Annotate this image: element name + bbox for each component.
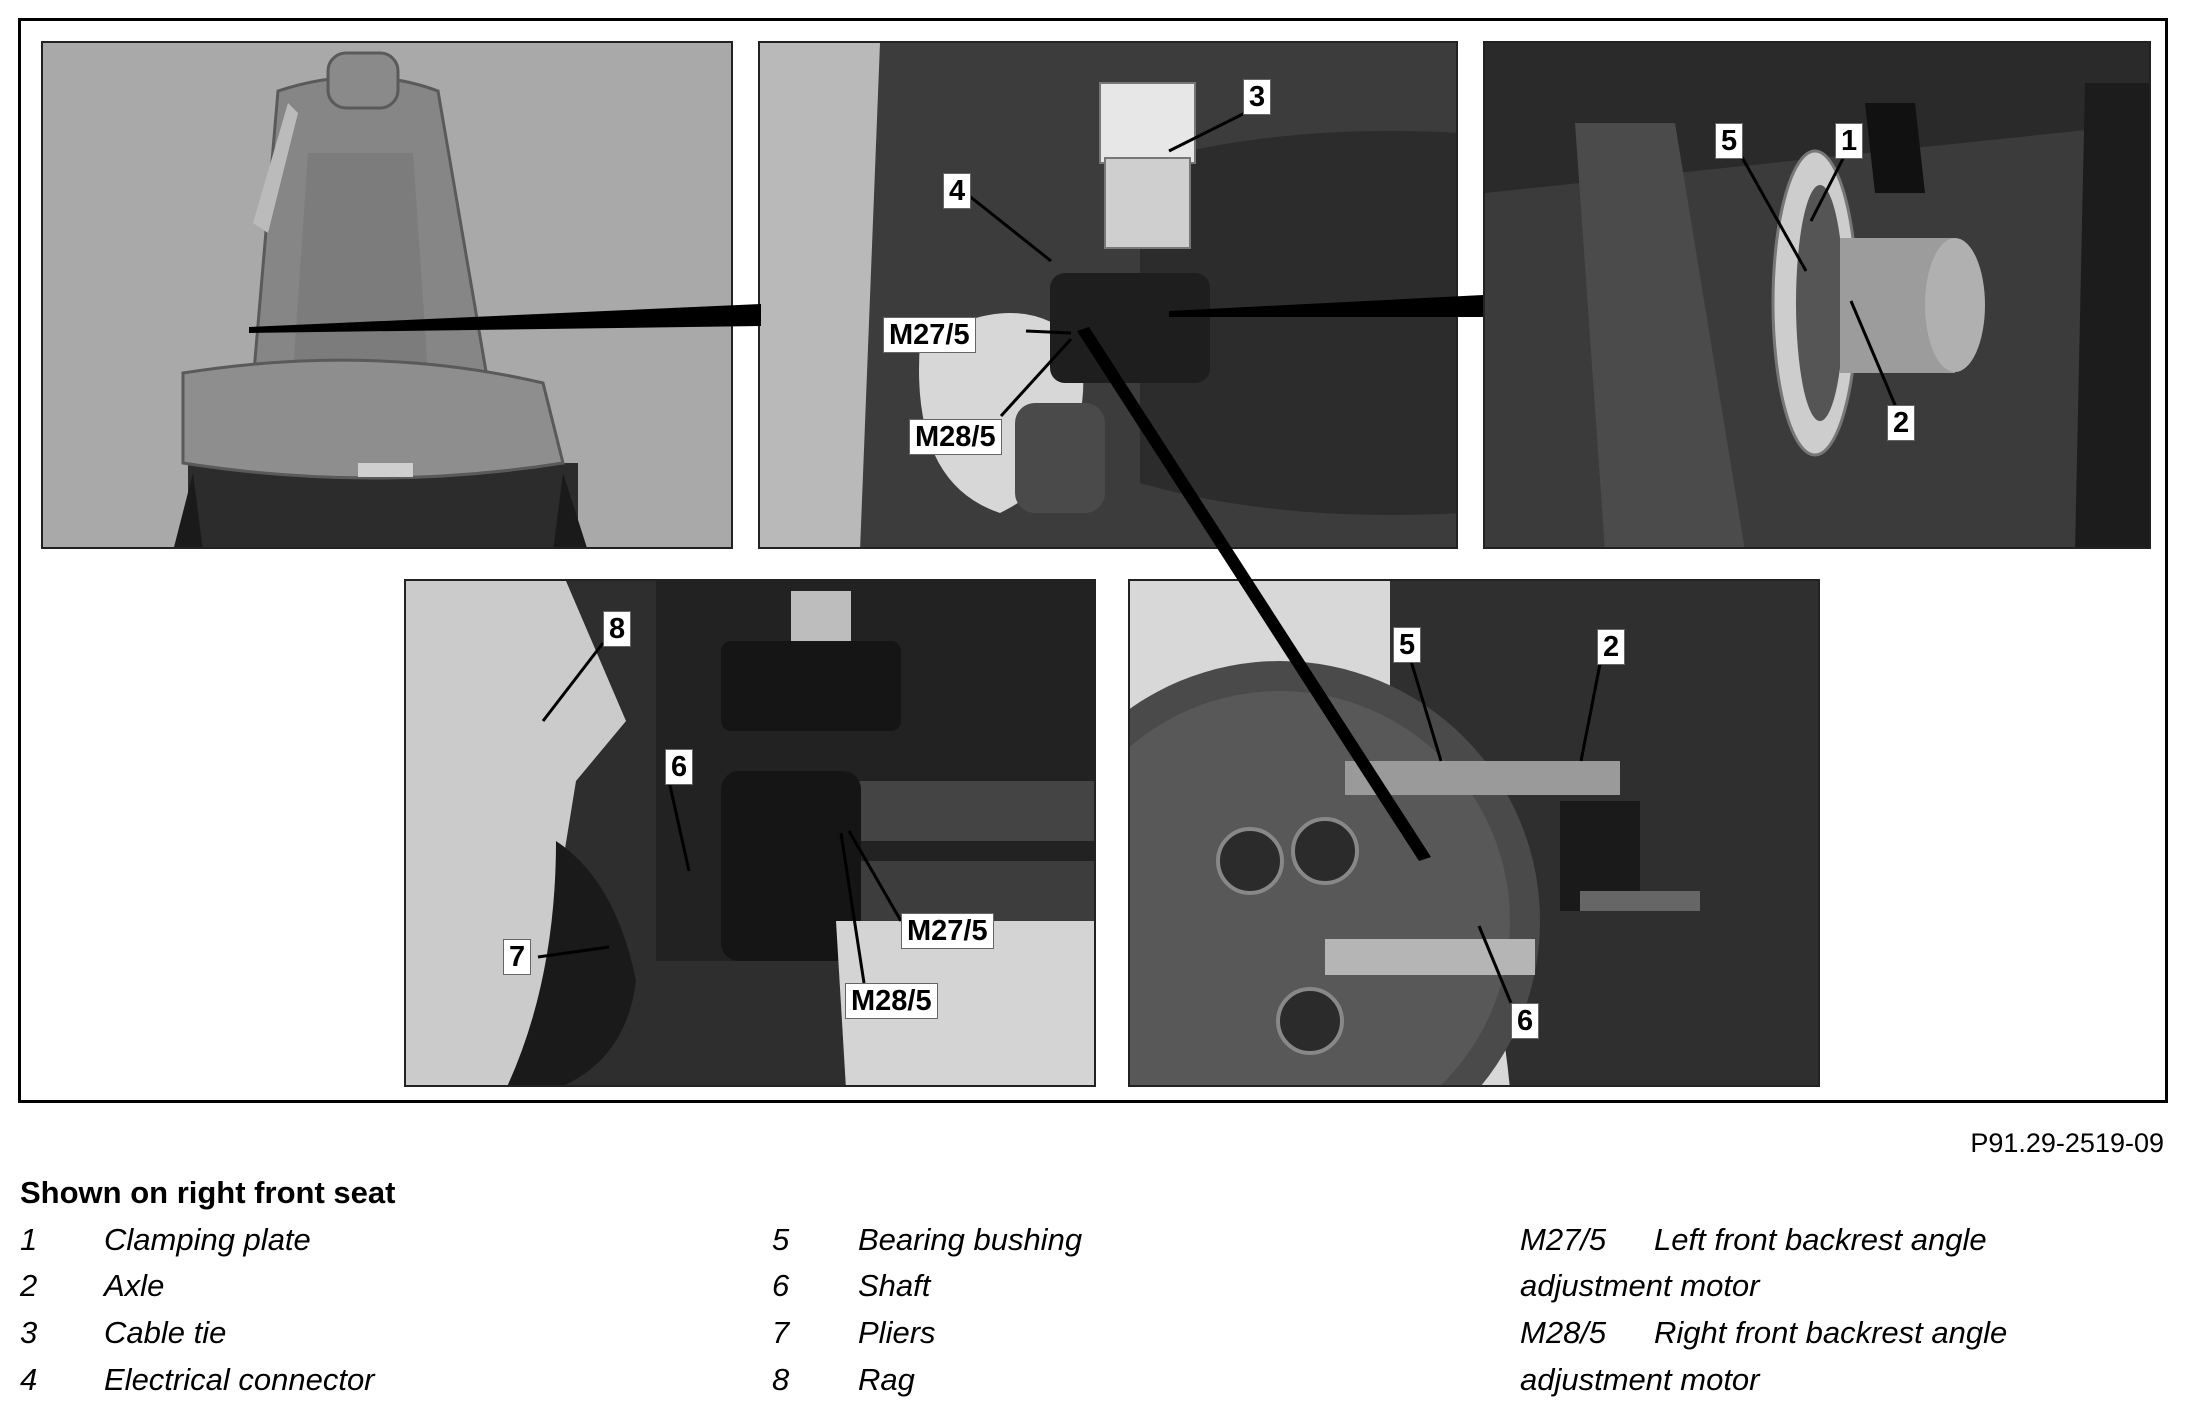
legend-num-2: 2 bbox=[20, 1268, 38, 1303]
callout-m28-5-bottom: M28/5 bbox=[845, 983, 938, 1019]
shaft-axle-illustration bbox=[1130, 581, 1818, 1085]
figure-frame: 3 4 M27/5 M28/5 5 1 2 8 6 M27/5 M28/5 7 … bbox=[18, 18, 2168, 1103]
clamping-plate-illustration bbox=[1485, 43, 2149, 547]
callout-3: 3 bbox=[1243, 79, 1272, 115]
legend-text-3: Cable tie bbox=[104, 1315, 227, 1350]
figure-id: P91.29-2519-09 bbox=[1970, 1128, 2164, 1158]
callout-2-shaft: 2 bbox=[1597, 629, 1626, 665]
legend-num-3: 3 bbox=[20, 1315, 38, 1350]
legend-text-m28-5-cont: adjustment motor bbox=[1520, 1362, 1760, 1397]
legend-text-m28-5: Right front backrest angle bbox=[1654, 1315, 2008, 1350]
callout-m27-5-top: M27/5 bbox=[883, 317, 976, 353]
legend-num-8: 8 bbox=[772, 1362, 790, 1397]
callout-6-left: 6 bbox=[665, 749, 694, 785]
callout-5-closeup: 5 bbox=[1715, 123, 1744, 159]
photo-clamping-plate bbox=[1483, 41, 2151, 549]
legend-num-m27-5: M27/5 bbox=[1520, 1222, 1607, 1257]
photo-motor-mounting bbox=[758, 41, 1458, 549]
legend-num-5: 5 bbox=[772, 1222, 790, 1257]
callout-2-closeup: 2 bbox=[1887, 405, 1916, 441]
legend-num-7: 7 bbox=[772, 1315, 790, 1350]
legend-text-8: Rag bbox=[858, 1362, 915, 1397]
legend-text-6: Shaft bbox=[858, 1268, 931, 1303]
legend-text-2: Axle bbox=[104, 1268, 165, 1303]
legend-num-1: 1 bbox=[20, 1222, 38, 1257]
callout-m28-5-top: M28/5 bbox=[909, 419, 1002, 455]
seat-illustration bbox=[43, 43, 731, 547]
legend-num-6: 6 bbox=[772, 1268, 790, 1303]
photo-shaft-axle bbox=[1128, 579, 1820, 1087]
callout-4: 4 bbox=[943, 173, 972, 209]
motor-mounting-illustration bbox=[760, 43, 1456, 547]
legend-title: Shown on right front seat bbox=[20, 1175, 396, 1210]
callout-8: 8 bbox=[603, 611, 632, 647]
callout-m27-5-bottom: M27/5 bbox=[901, 913, 994, 949]
motor-removal-illustration bbox=[406, 581, 1094, 1085]
legend-text-m27-5: Left front backrest angle bbox=[1654, 1222, 1987, 1257]
callout-1: 1 bbox=[1835, 123, 1864, 159]
callout-7: 7 bbox=[503, 939, 532, 975]
legend-num-m28-5: M28/5 bbox=[1520, 1315, 1607, 1350]
callout-5-shaft: 5 bbox=[1393, 627, 1422, 663]
photo-seat-overview bbox=[41, 41, 733, 549]
photo-motor-removal bbox=[404, 579, 1096, 1087]
legend-text-7: Pliers bbox=[858, 1315, 936, 1350]
legend-text-4: Electrical connector bbox=[104, 1362, 375, 1397]
legend-text-1: Clamping plate bbox=[104, 1222, 311, 1257]
legend-num-4: 4 bbox=[20, 1362, 38, 1397]
callout-6-right: 6 bbox=[1511, 1003, 1540, 1039]
legend-text-5: Bearing bushing bbox=[858, 1222, 1083, 1257]
legend-text-m27-5-cont: adjustment motor bbox=[1520, 1268, 1760, 1303]
